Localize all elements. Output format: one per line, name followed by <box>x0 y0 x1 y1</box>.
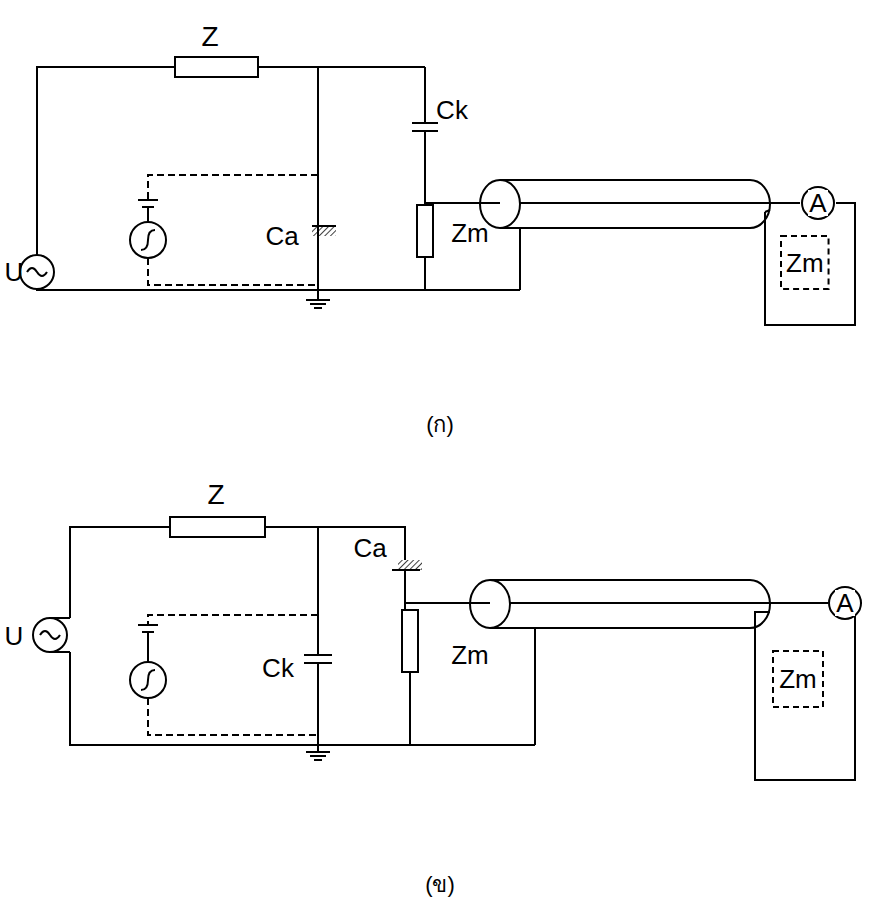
impedance-box: Zm <box>772 650 824 708</box>
node-shape <box>773 651 823 707</box>
ammeter-symbol: A <box>801 186 835 220</box>
node-text: Zm <box>778 666 818 692</box>
component-label: Z <box>201 23 218 51</box>
component-label: Ck <box>436 97 468 123</box>
impedance-box: Zm <box>780 235 830 290</box>
component-label: Zm <box>451 220 489 246</box>
circuit-b <box>33 517 862 780</box>
component-label: U <box>5 623 24 649</box>
node-text: Zm <box>785 250 825 276</box>
node-shape <box>781 236 829 289</box>
component-label: U <box>5 259 24 285</box>
ammeter-symbol: A <box>828 586 862 620</box>
node-shape <box>802 187 834 219</box>
component-label: Zm <box>451 642 489 668</box>
component-label: Z <box>207 481 224 509</box>
node-shape <box>829 587 861 619</box>
component-label: Ck <box>262 655 294 681</box>
node-text: A <box>835 590 854 616</box>
sub-caption: (ข) <box>425 874 455 896</box>
circuit-a <box>20 57 855 325</box>
component-label: Ca <box>353 535 386 561</box>
component-label: Ca <box>265 223 298 249</box>
node-text: A <box>808 190 827 216</box>
sub-caption: (ก) <box>426 414 454 436</box>
